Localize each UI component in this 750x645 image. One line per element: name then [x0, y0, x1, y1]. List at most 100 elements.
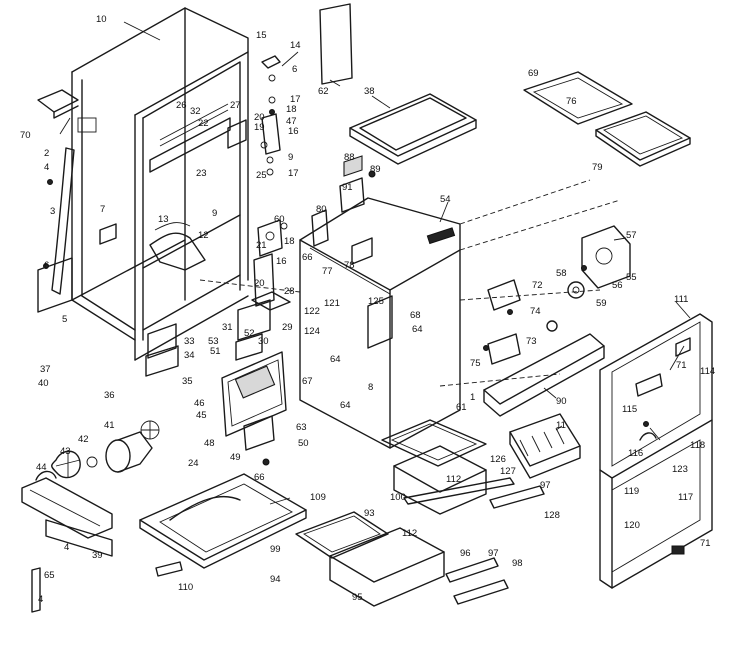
- callout-14: 14: [290, 40, 301, 51]
- callout-7: 7: [100, 204, 105, 215]
- callout-29: 29: [282, 322, 293, 333]
- door-hardware: [635, 337, 691, 441]
- callout-11: 11: [556, 420, 566, 431]
- callout-71: 71: [700, 538, 711, 549]
- callout-118: 118: [690, 440, 705, 451]
- callout-114: 114: [700, 366, 715, 377]
- callout-23: 23: [196, 168, 207, 179]
- callout-99: 99: [270, 544, 281, 555]
- callout-5: 5: [62, 314, 67, 325]
- callout-30: 30: [258, 336, 269, 347]
- callout-111: 111: [674, 294, 688, 305]
- callout-110: 110: [178, 582, 193, 593]
- callout-80: 80: [316, 204, 327, 215]
- callout-4: 4: [38, 594, 43, 605]
- callout-77: 77: [322, 266, 333, 277]
- callout-79: 79: [592, 162, 603, 173]
- drawer-rails-lower: [445, 557, 509, 605]
- callout-88: 88: [344, 152, 355, 163]
- callout-78: 78: [344, 260, 355, 271]
- drawer-lid-93: [295, 511, 389, 559]
- callout-57: 57: [626, 230, 637, 241]
- callout-45: 45: [196, 410, 207, 421]
- callout-22: 22: [198, 118, 209, 129]
- callout-9: 9: [212, 208, 217, 219]
- callout-33: 33: [184, 336, 195, 347]
- callout-4: 4: [44, 162, 49, 173]
- callout-28: 28: [284, 286, 295, 297]
- callout-115: 115: [622, 404, 637, 415]
- cabinet-shell: [71, 7, 249, 361]
- callout-43: 43: [60, 446, 71, 457]
- callout-100: 100: [390, 492, 406, 503]
- callout-95: 95: [352, 592, 363, 603]
- damper-housing-55: [567, 225, 631, 299]
- callout-20: 20: [254, 112, 265, 123]
- callout-126: 126: [490, 454, 506, 465]
- dashed-guide-lines: [199, 179, 621, 387]
- callout-49: 49: [230, 452, 241, 463]
- callout-2: 2: [44, 148, 49, 159]
- callout-125: 125: [368, 296, 384, 307]
- callout-67: 67: [302, 376, 313, 387]
- callout-52: 52: [244, 328, 255, 339]
- callout-120: 120: [624, 520, 640, 531]
- part-48-panel: [221, 351, 287, 437]
- callout-70: 70: [20, 130, 31, 141]
- callout-73: 73: [526, 336, 537, 347]
- parts-69-76-79: [523, 71, 691, 167]
- callout-50: 50: [298, 438, 309, 449]
- base-plate-39: [21, 470, 113, 557]
- fan-motor-assembly: [51, 420, 160, 479]
- parts-30-31-52: [235, 299, 271, 361]
- callout-64: 64: [340, 400, 351, 411]
- callout-72: 72: [532, 280, 543, 291]
- callout-12: 12: [198, 230, 209, 241]
- callout-93: 93: [364, 508, 375, 519]
- callout-69: 69: [528, 68, 539, 79]
- callout-42: 42: [78, 434, 89, 445]
- callout-127: 127: [500, 466, 516, 477]
- callout-16: 16: [276, 256, 287, 267]
- callout-24: 24: [188, 458, 199, 469]
- callout-41: 41: [104, 420, 115, 431]
- callout-9: 9: [288, 152, 293, 163]
- callout-40: 40: [38, 378, 49, 389]
- drawer-rails-upper: [403, 477, 545, 509]
- shelf-109: [139, 473, 307, 569]
- callout-58: 58: [556, 268, 567, 279]
- callout-1: 1: [470, 392, 475, 403]
- callout-39: 39: [92, 550, 103, 561]
- callout-64: 64: [412, 324, 423, 335]
- callout-112: 112: [446, 474, 461, 485]
- callout-19: 19: [254, 122, 265, 133]
- callout-13: 13: [158, 214, 169, 225]
- callout-8: 8: [368, 382, 373, 393]
- callout-3: 3: [50, 206, 55, 217]
- callout-17: 17: [288, 168, 299, 179]
- bin-11: [509, 413, 581, 479]
- callout-20: 20: [254, 278, 265, 289]
- callout-66: 66: [302, 252, 313, 263]
- top-hinge-parts: [227, 55, 281, 176]
- callout-98: 98: [512, 558, 523, 569]
- callout-48: 48: [204, 438, 215, 449]
- callout-51: 51: [210, 346, 221, 357]
- part-1: [546, 320, 558, 332]
- callout-128: 128: [544, 510, 560, 521]
- callout-4: 4: [64, 542, 69, 553]
- callout-65: 65: [44, 570, 55, 581]
- callout-89: 89: [370, 164, 381, 175]
- fresh-food-liner-54: [299, 197, 461, 449]
- callout-6: 6: [44, 260, 49, 271]
- callout-60: 60: [274, 214, 285, 225]
- callout-38: 38: [364, 86, 375, 97]
- callout-64: 64: [330, 354, 341, 365]
- left-side-parts: [37, 89, 117, 313]
- callout-31: 31: [222, 322, 233, 333]
- leader-lines: [59, 21, 691, 505]
- callout-119: 119: [624, 486, 639, 497]
- part-38-tray: [349, 93, 477, 165]
